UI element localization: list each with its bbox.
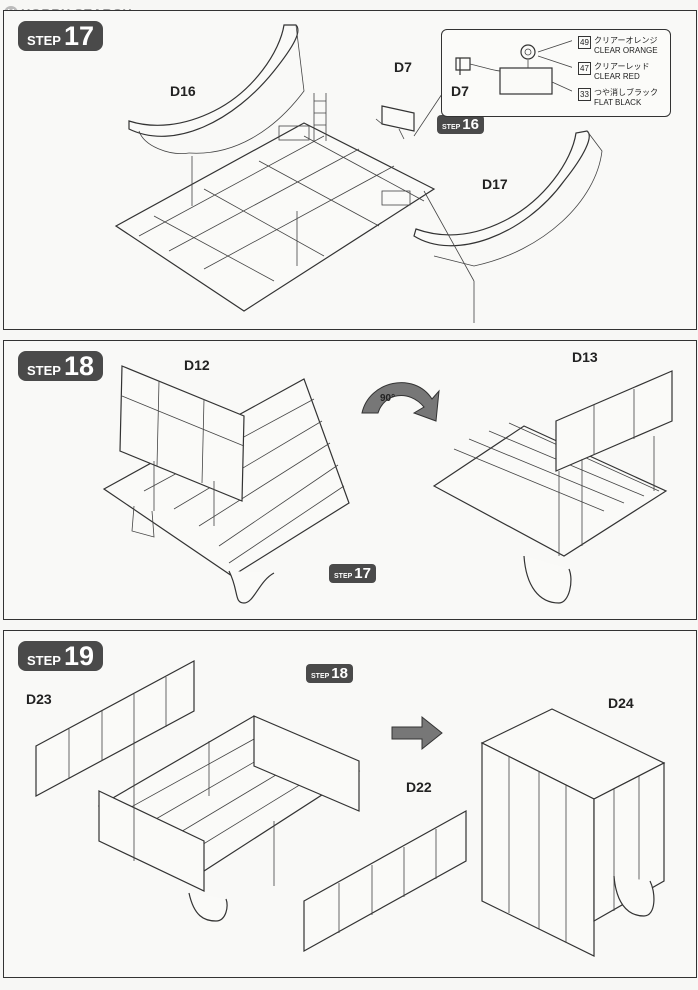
step-19-panel: STEP 19 D23 D22 D24 STEP 18	[3, 630, 697, 978]
ref-step-word: STEP	[311, 673, 330, 680]
step-number: 19	[63, 641, 95, 671]
paint-row-flat-black: 33 つや消しブラック FLAT BLACK	[578, 88, 658, 108]
step-17-chassis-drawing	[114, 24, 603, 323]
fender-d16	[128, 24, 299, 137]
step-word: STEP	[27, 653, 61, 668]
step-number: 18	[63, 351, 95, 381]
ref-step-word: STEP	[442, 124, 461, 131]
part-label-d23: D23	[26, 691, 52, 707]
paint-callout: D7 49 クリアーオレンジ CLEAR ORANGE 47 クリアーレッド C…	[441, 29, 671, 117]
ref-step-number: 18	[331, 665, 348, 682]
part-label-d24: D24	[608, 695, 634, 711]
ref-step-word: STEP	[334, 573, 353, 580]
step-word: STEP	[27, 33, 61, 48]
paint-row-clear-orange: 49 クリアーオレンジ CLEAR ORANGE	[578, 36, 658, 56]
ref-step-16-badge: STEP 16	[437, 115, 484, 134]
sidewall-d22	[303, 809, 467, 953]
part-label-d17: D17	[482, 176, 508, 192]
chassis-frame	[114, 122, 436, 312]
step-19-badge: STEP 19	[18, 641, 104, 671]
ref-step-17-badge: STEP 17	[329, 564, 376, 583]
step-17-badge: STEP 17	[18, 21, 104, 51]
step-18-panel: STEP 18 D12 D13 STEP 17 90°	[3, 340, 697, 620]
callout-part-label-d7: D7	[451, 83, 469, 99]
step-19-sidewall-drawing	[35, 659, 666, 957]
paint-row-clear-red: 47 クリアーレッド CLEAR RED	[578, 62, 650, 82]
step-number: 17	[63, 21, 95, 51]
step-17-panel: STEP 17 D16 D7 D17 STEP 16	[3, 10, 697, 330]
step-ladder	[313, 93, 327, 141]
rotate-arrow-icon	[361, 382, 440, 422]
step-word: STEP	[27, 363, 61, 378]
sidewall-d23	[35, 659, 195, 798]
next-arrow-icon	[391, 715, 443, 751]
step-18-bed-drawing	[102, 365, 673, 604]
paint-code: 47	[578, 62, 591, 75]
ref-step-18-badge: STEP 18	[306, 664, 353, 683]
bed-floor-right	[432, 425, 668, 557]
rotation-label: 90°	[380, 393, 396, 404]
part-label-d13: D13	[572, 349, 598, 365]
part-label-d12: D12	[184, 357, 210, 373]
paint-name-ja: クリアーオレンジ	[594, 36, 658, 45]
step-18-badge: STEP 18	[18, 351, 104, 381]
part-label-d16: D16	[170, 83, 196, 99]
ref-step-number: 17	[354, 565, 371, 582]
part-label-d22: D22	[406, 779, 432, 795]
paint-code: 33	[578, 88, 591, 101]
paint-name-en: CLEAR RED	[594, 72, 640, 81]
fender-left	[228, 570, 275, 604]
tailgate-d13	[555, 370, 673, 472]
lamp-detail-drawing	[455, 40, 572, 95]
front-wall	[253, 715, 360, 812]
part-label-d7: D7	[394, 59, 412, 75]
fender-d17	[413, 130, 590, 247]
fender-right	[523, 555, 572, 604]
fender	[188, 892, 228, 922]
paint-code: 49	[578, 36, 591, 49]
fender-right	[613, 875, 655, 917]
ref-step-number: 16	[462, 116, 479, 133]
paint-name-ja: クリアーレッド	[594, 62, 650, 71]
tail-wall	[98, 790, 205, 892]
paint-name-en: CLEAR ORANGE	[594, 46, 658, 55]
tailgate-d12	[119, 365, 245, 502]
part-d7	[381, 105, 415, 132]
paint-name-en: FLAT BLACK	[594, 98, 642, 107]
paint-name-ja: つや消しブラック	[594, 88, 658, 97]
